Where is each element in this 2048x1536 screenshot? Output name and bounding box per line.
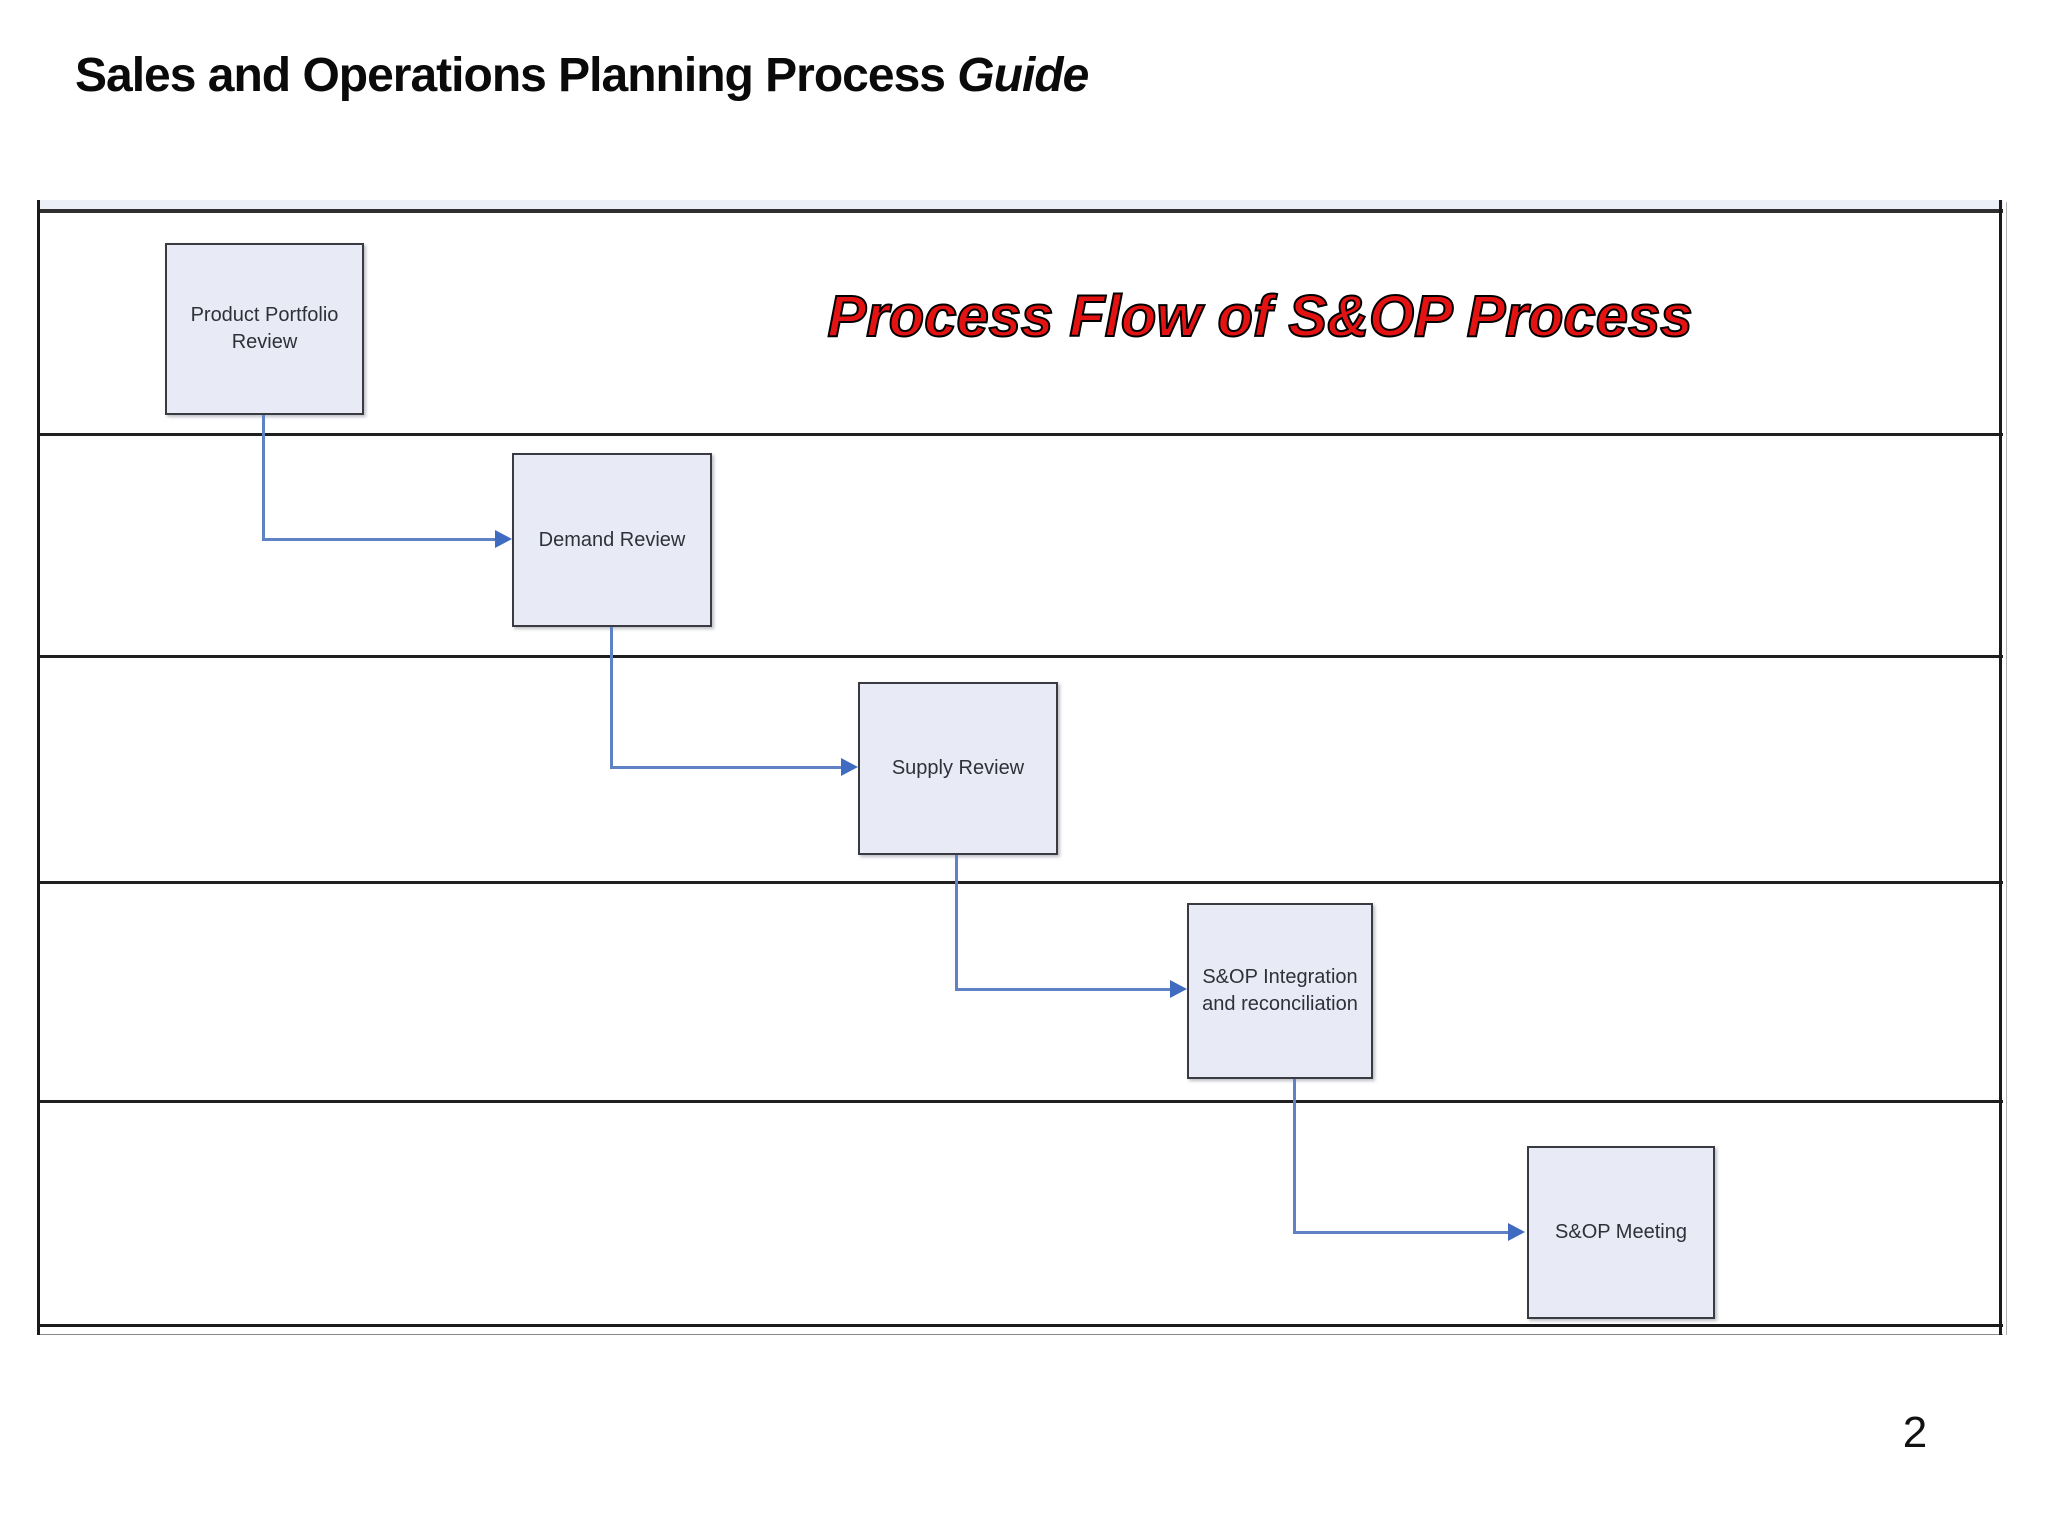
table-left-border [37, 200, 40, 1335]
connector-2-vertical-segment [610, 627, 613, 768]
connector-4-horizontal-segment [1293, 1231, 1509, 1234]
connector-1-vertical-segment [262, 415, 265, 541]
connector-3-arrowhead-icon [1170, 980, 1187, 998]
diagram-title: Process Flow of S&OP Process [827, 283, 1694, 350]
connector-4-vertical-segment [1293, 1079, 1296, 1234]
flow-node-product-portfolio-review: Product Portfolio Review [165, 243, 364, 415]
swimlane-divider [37, 433, 2003, 436]
slide-title-main: Sales and Operations Planning Process [75, 49, 958, 102]
connector-1-arrowhead-icon [495, 530, 512, 548]
swimlane-divider [37, 1100, 2003, 1103]
slide-title: Sales and Operations Planning Process Gu… [75, 48, 1089, 103]
swimlane-divider [37, 881, 2003, 884]
connector-1-horizontal-segment [262, 538, 496, 541]
flow-node-label: Demand Review [538, 528, 686, 551]
connector-3-vertical-segment [955, 855, 958, 991]
connector-2-arrowhead-icon [841, 758, 858, 776]
flow-node-sop-meeting: S&OP Meeting [1527, 1146, 1715, 1319]
table-top-border [37, 209, 2003, 213]
table-bottom-border [37, 1324, 2003, 1327]
flow-node-supply-review: Supply Review [858, 682, 1058, 855]
table-right-shadow-line [2006, 202, 2007, 1335]
connector-2-horizontal-segment [610, 766, 842, 769]
page-number: 2 [1902, 1408, 1928, 1457]
table-right-border [1999, 200, 2002, 1335]
slide-title-emphasis: Guide [957, 49, 1089, 102]
flow-node-sop-integration: S&OP Integration and reconciliation [1187, 903, 1373, 1079]
flow-node-label: Product Portfolio Review [190, 304, 339, 353]
flow-node-label: S&OP Integration and reconciliation [1202, 966, 1358, 1015]
connector-4-arrowhead-icon [1508, 1223, 1525, 1241]
table-top-pale-strip [37, 200, 2003, 209]
swimlane-divider [37, 655, 2003, 658]
flow-node-demand-review: Demand Review [512, 453, 712, 627]
table-bottom-shadow-line [37, 1334, 2003, 1335]
flow-node-label: Supply Review [891, 757, 1025, 779]
flow-node-label: S&OP Meeting [1555, 1221, 1687, 1243]
connector-3-horizontal-segment [955, 988, 1171, 991]
